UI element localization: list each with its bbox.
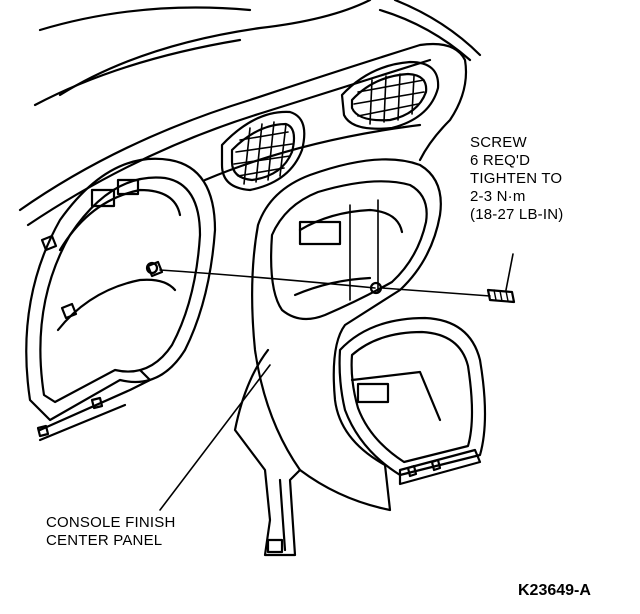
- screw-leader-line: [505, 253, 514, 291]
- storage-pocket: [338, 316, 487, 486]
- panel-callout-line-2: CENTER PANEL: [46, 532, 163, 549]
- screw-callout-line-3: TIGHTEN TO: [470, 170, 563, 187]
- windshield-trim-lines: [33, 0, 482, 107]
- screw-callout-line-5: (18-27 LB-IN): [470, 206, 564, 223]
- panel-callout-line-1: CONSOLE FINISH: [46, 514, 176, 531]
- air-vent-left: [220, 110, 306, 192]
- dash-top-outline: [18, 42, 468, 227]
- console-finish-center-panel: [251, 158, 442, 512]
- figure-identifier: K23649-A: [518, 582, 591, 599]
- screw-callout-line-2: 6 REQ'D: [470, 152, 531, 169]
- screw-callout: SCREW 6 REQ'D TIGHTEN TO 2-3 N·m (18-27 …: [470, 134, 563, 224]
- panel-lower-bracket: [233, 348, 302, 557]
- panel-callout: CONSOLE FINISH CENTER PANEL: [46, 514, 176, 550]
- screw-callout-line-4: 2-3 N·m: [470, 188, 526, 205]
- screw-fastener: [145, 261, 516, 304]
- air-vent-right: [340, 60, 440, 130]
- screw-callout-line-1: SCREW: [470, 134, 527, 151]
- instrument-cluster-surround: [25, 157, 217, 442]
- panel-leader-line: [159, 364, 271, 511]
